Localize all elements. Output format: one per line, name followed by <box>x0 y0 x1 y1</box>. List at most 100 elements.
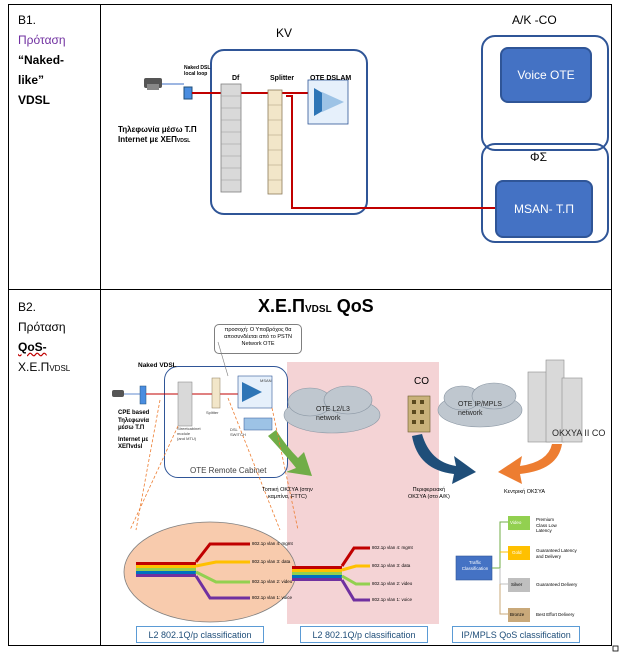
co-building-icon <box>407 395 431 433</box>
note-callout: προσοχή: Ο Υποβρόχος θα αποσυνδέεται από… <box>214 324 302 354</box>
footer-label-3: IP/MPLS QoS classification <box>452 626 580 643</box>
peripheral-label: Περιφερειακή ΟΚΣΥΑ (στο Α/Κ) <box>408 487 450 500</box>
co-label: CO <box>414 376 429 387</box>
df-label: Df <box>232 75 240 82</box>
cpe-label: CPE based Τηλεφωνία μέσω Τ.Π Internet με… <box>118 410 168 452</box>
cpe-line1: CPE based <box>118 410 150 416</box>
b1-wiring <box>144 78 495 209</box>
ipmpls-cloud-icon <box>437 382 523 428</box>
df-rack-icon <box>220 83 242 193</box>
l2l3-cloud-icon <box>283 385 381 434</box>
dslam-label: OTE DSLAM <box>310 75 352 82</box>
b2-xep-sub: VDSL <box>49 364 71 373</box>
orange-arrow-icon <box>498 444 562 484</box>
b2-phone-icon <box>112 390 124 397</box>
vlan1-label-0: 802.1p vlan 4: mgmt <box>252 541 293 546</box>
b1-name-line1: “Naked- <box>18 53 65 67</box>
cpe-line2: Τηλεφωνία <box>118 417 150 424</box>
vlan-bundle-2 <box>292 546 370 602</box>
telephony-sub: VDSL <box>176 138 191 144</box>
class-name-1: Gold <box>512 550 522 555</box>
class-name-3: Bronze <box>510 612 525 617</box>
b2-xep: Χ.Ε.Π <box>18 360 50 374</box>
vlan1-label-1: 802.1p vlan 3: data <box>252 559 291 564</box>
heading-main: Χ.Ε.Π <box>258 296 306 316</box>
vlan2-label-0: 802.1p vlan 4: mgmt <box>372 545 413 550</box>
modem-icon <box>183 86 193 100</box>
b1-label-cell: B1. Πρόταση “Naked- like” VDSL <box>18 10 98 110</box>
b1-number: B1. <box>18 13 37 27</box>
footer-label-1: L2 802.1Q/p classification <box>136 626 264 643</box>
class-gold-box <box>508 546 530 560</box>
traffic-class-label: Traffic Classification <box>461 560 489 571</box>
b1-name-line2: like” <box>18 73 45 87</box>
ak-co-label: Α/Κ -CO <box>512 13 557 27</box>
splitter-label: Splitter <box>270 75 295 82</box>
b2-title: Πρόταση <box>18 320 66 334</box>
class-name-0: Video <box>510 520 522 525</box>
class-desc-0: Premium Class Low Latency <box>536 517 557 533</box>
cpe-line3: μέσω Τ.Π <box>118 425 145 431</box>
kv-container <box>210 49 368 215</box>
green-arrow-icon <box>268 430 312 476</box>
class-bronze-box <box>508 608 530 622</box>
kv-label: KV <box>276 26 293 40</box>
class-desc-2: Guaranteed Delivery <box>536 582 578 587</box>
cabinet-small2: Splitter <box>206 410 219 415</box>
class-name-2: Silver <box>511 582 523 587</box>
cabinet-small4: MSAN <box>260 378 272 383</box>
okxya-label: ΟΚΧΥΑ II CO <box>552 428 606 438</box>
b1-title: Πρόταση <box>18 33 66 47</box>
b2-label-cell: B2. Πρόταση QoS- Χ.Ε.ΠVDSL <box>18 297 98 379</box>
class-desc-1: Guaranteed Latency and Delivery <box>536 548 577 559</box>
telephony-line1: Τηλεφωνία μέσω Τ.Π <box>118 125 197 134</box>
street-cabinet-icon <box>177 381 193 427</box>
b2-qos: QoS- <box>18 340 47 354</box>
msan-icon <box>237 375 273 409</box>
vlan2-label-3: 802.1p vlan 1: voice <box>372 597 413 602</box>
telephony-label: Τηλεφωνία μέσω Τ.Π Internet με ΧΕΠVDSL <box>118 125 208 146</box>
l2l3-label: OTE L2/L3 network <box>316 406 350 422</box>
central-label: Κεντρική ΟΚΣΥΑ <box>504 489 546 495</box>
dsl-switch-icon <box>243 417 273 431</box>
dslam-icon <box>307 79 349 125</box>
telephony-line2: Internet με ΧΕΠ <box>118 135 177 144</box>
b2-heading: Χ.Ε.ΠVDSL QoS <box>258 296 374 317</box>
splitter-icon <box>267 89 283 195</box>
vlan-bundle-1 <box>136 542 250 600</box>
cabinet-small3: DSL SWITCH <box>230 427 246 437</box>
phone-icon <box>144 78 162 90</box>
class-desc-3: Best Effort Delivery <box>536 612 575 617</box>
class-video-box <box>508 516 530 530</box>
voice-ote-box: Voice OTE <box>500 47 592 103</box>
cabinet-label: OTE Remote Cabinet <box>190 466 267 475</box>
b2-modem-icon <box>139 385 147 405</box>
blue-arrow-icon <box>412 434 476 484</box>
cabinet-small1: Streetcabinet module (and MTU) <box>177 426 201 441</box>
vlan2-label-2: 802.1p vlan 2: video <box>372 581 413 586</box>
local-label: Τοπική ΟΚΣΥΑ (στην καμπίνα, FTTC) <box>262 487 313 500</box>
b1-name-line3: VDSL <box>18 93 51 107</box>
phi-sigma-label: ΦΣ <box>530 150 547 164</box>
naked-vdsl-label: Naked VDSL <box>138 362 177 369</box>
vlan1-label-3: 802.1p vlan 1: voice <box>252 595 293 600</box>
cpe-line5: ΧΕΠvdsl <box>118 444 143 450</box>
vlan1-label-2: 802.1p vlan 2: video <box>252 579 293 584</box>
heading-tail: QoS <box>331 296 374 316</box>
cpe-line4: Internet με <box>118 436 149 443</box>
b2-drawing <box>112 341 583 623</box>
naked-dsl-label: Naked DSL local loop <box>184 65 211 77</box>
traffic-class-box <box>455 555 493 581</box>
heading-sub: VDSL <box>305 304 332 315</box>
footer-label-2: L2 802.1Q/p classification <box>300 626 428 643</box>
vlan2-label-1: 802.1p vlan 3: data <box>372 563 411 568</box>
b2-splitter-icon <box>211 377 221 409</box>
class-silver-box <box>508 578 530 592</box>
phi-sigma-container <box>481 143 609 243</box>
okxya-building-icon <box>527 359 583 443</box>
ak-co-container <box>481 35 609 151</box>
ipmpls-label: OTE IP/MPLS network <box>458 401 502 417</box>
msan-box: MSAN- Τ.Π <box>495 180 593 238</box>
b2-number: B2. <box>18 300 37 314</box>
